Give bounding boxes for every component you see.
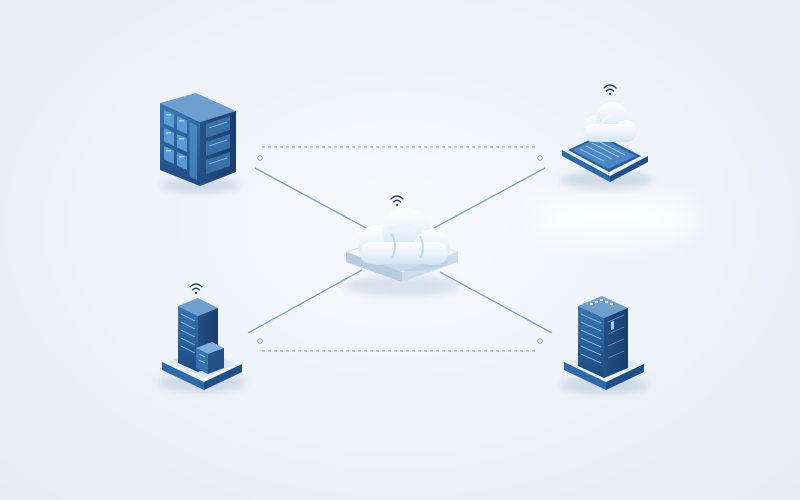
tower-server-icon — [162, 298, 242, 390]
link-hub-server-rack — [254, 167, 367, 229]
link-hub-storage-server — [439, 271, 553, 334]
tablet-cloud-icon — [583, 102, 637, 142]
wifi-icon — [390, 195, 404, 207]
node-dot-bottom-right — [537, 338, 543, 344]
node-dot-top-left — [257, 155, 263, 161]
cloud-tablet-icon — [562, 102, 648, 182]
tower-server-node — [158, 283, 246, 392]
wifi-icon — [603, 84, 617, 96]
link-hub-tower-server — [247, 269, 363, 334]
wifi-icon — [189, 283, 203, 295]
storage-server-icon — [564, 296, 644, 390]
storage-server-node — [560, 296, 648, 394]
server-rack-icon — [160, 93, 236, 186]
cloud-icon — [358, 208, 450, 271]
node-dot-top-right — [537, 155, 543, 161]
server-rack-node — [160, 93, 240, 193]
node-dot-bottom-left — [257, 338, 263, 344]
link-hub-cloud-tablet — [433, 167, 546, 229]
cloud-tablet-node — [560, 84, 652, 189]
connector-links — [247, 146, 553, 352]
background-glow — [530, 195, 700, 240]
central-cloud-hub — [344, 195, 460, 296]
